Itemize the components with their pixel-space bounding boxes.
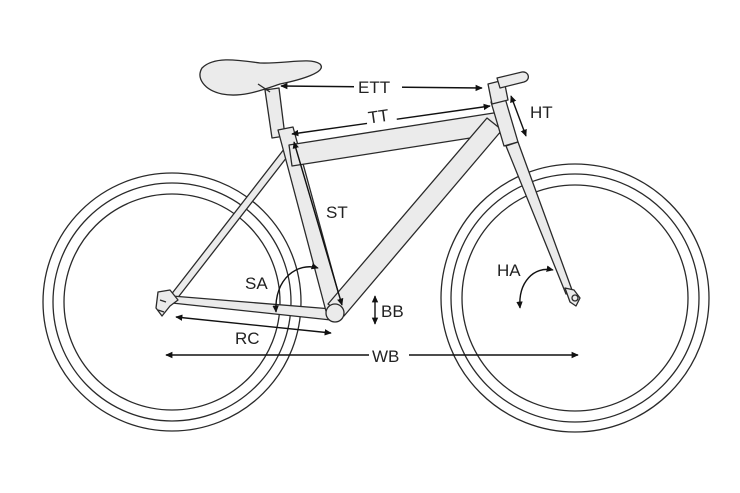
ett-label-bg: [354, 74, 402, 96]
sa-label: SA: [245, 274, 268, 293]
ht-label: HT: [530, 103, 553, 122]
rear-dropout-bolt: [157, 299, 167, 313]
ha-arrow: [516, 265, 554, 309]
bottom-bracket: [325, 303, 345, 323]
rc-arrow: [175, 314, 332, 336]
saddle: [199, 59, 323, 96]
chain-stay: [171, 295, 333, 321]
ett-label: ETT: [358, 78, 390, 97]
wb-label-bg: [369, 344, 409, 366]
seat-stay: [169, 143, 295, 301]
rc-label: RC: [235, 329, 260, 348]
ha-label: HA: [497, 261, 521, 280]
tt-label-bg: [364, 102, 398, 128]
front-wheel: [440, 163, 710, 433]
sa-arrow: [272, 263, 319, 313]
saddle-rail: [257, 83, 271, 93]
wb-label: WB: [372, 347, 399, 366]
handlebar: [496, 71, 529, 89]
st-label: ST: [326, 203, 348, 222]
ht-arrow: [510, 95, 527, 137]
front-axle: [571, 294, 579, 302]
bb-label: BB: [381, 302, 404, 321]
st-arrow: [292, 141, 344, 306]
tt-label: TT: [367, 106, 390, 128]
rear-dropout: [155, 289, 179, 317]
